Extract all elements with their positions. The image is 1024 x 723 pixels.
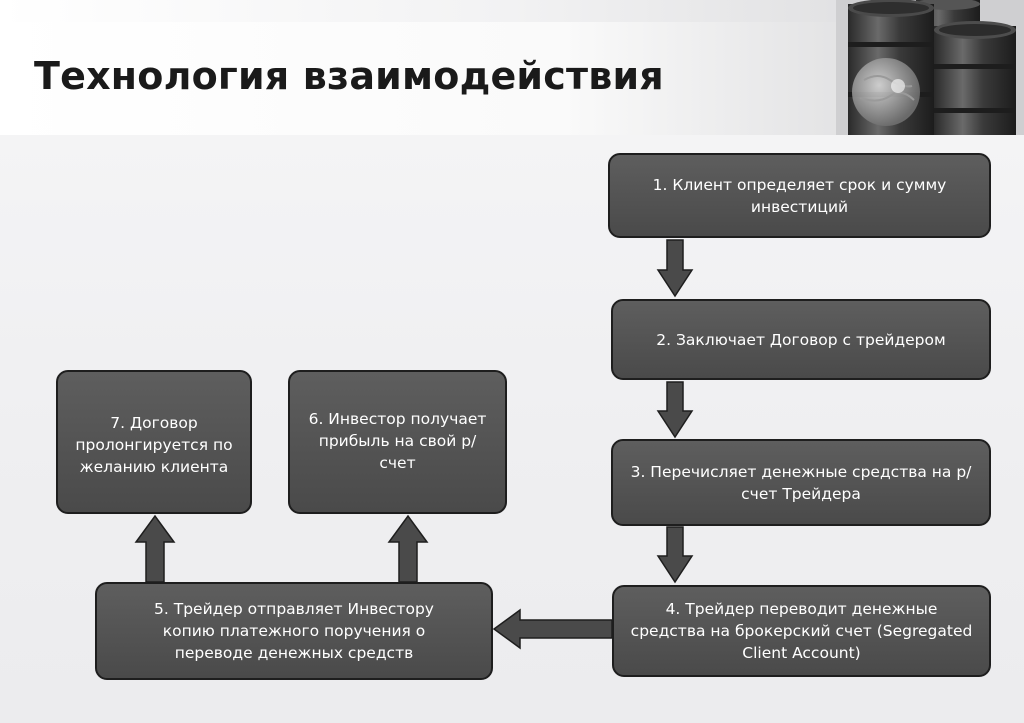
step-6-text: 6. Инвестор получает прибыль на свой р/с… bbox=[308, 410, 487, 472]
oil-barrels-icon bbox=[836, 0, 1024, 135]
step-3-box: 3. Перечисляет денежные средства на р/сч… bbox=[611, 439, 991, 526]
step-2-box: 2. Заключает Договор с трейдером bbox=[611, 299, 991, 380]
step-1-box: 1. Клиент определяет срок и сумму инвест… bbox=[608, 153, 991, 238]
arrow-2-to-3 bbox=[656, 381, 694, 439]
arrow-3-to-4 bbox=[656, 526, 694, 584]
header-stripe bbox=[0, 0, 1024, 22]
step-7-text: 7. Договор пролонгируется по желанию кли… bbox=[75, 414, 233, 476]
step-1-text: 1. Клиент определяет срок и сумму инвест… bbox=[652, 175, 947, 216]
step-4-text: 4. Трейдер переводит денежные средства н… bbox=[630, 600, 973, 662]
step-6-box: 6. Инвестор получает прибыль на свой р/с… bbox=[288, 370, 507, 514]
arrow-5-to-6 bbox=[387, 514, 429, 583]
step-3-text: 3. Перечисляет денежные средства на р/сч… bbox=[630, 462, 972, 503]
step-2-text: 2. Заключает Договор с трейдером bbox=[656, 330, 946, 349]
arrow-4-to-5 bbox=[492, 608, 613, 650]
step-5-box: 5. Трейдер отправляет Инвестору копию пл… bbox=[95, 582, 493, 680]
step-4-box: 4. Трейдер переводит денежные средства н… bbox=[612, 585, 991, 677]
arrow-1-to-2 bbox=[656, 239, 694, 298]
step-5-text: 5. Трейдер отправляет Инвестору копию пл… bbox=[154, 600, 434, 662]
step-7-box: 7. Договор пролонгируется по желанию кли… bbox=[56, 370, 252, 514]
arrow-5-to-7 bbox=[134, 514, 176, 583]
page-title: Технология взаимодействия bbox=[34, 54, 664, 98]
